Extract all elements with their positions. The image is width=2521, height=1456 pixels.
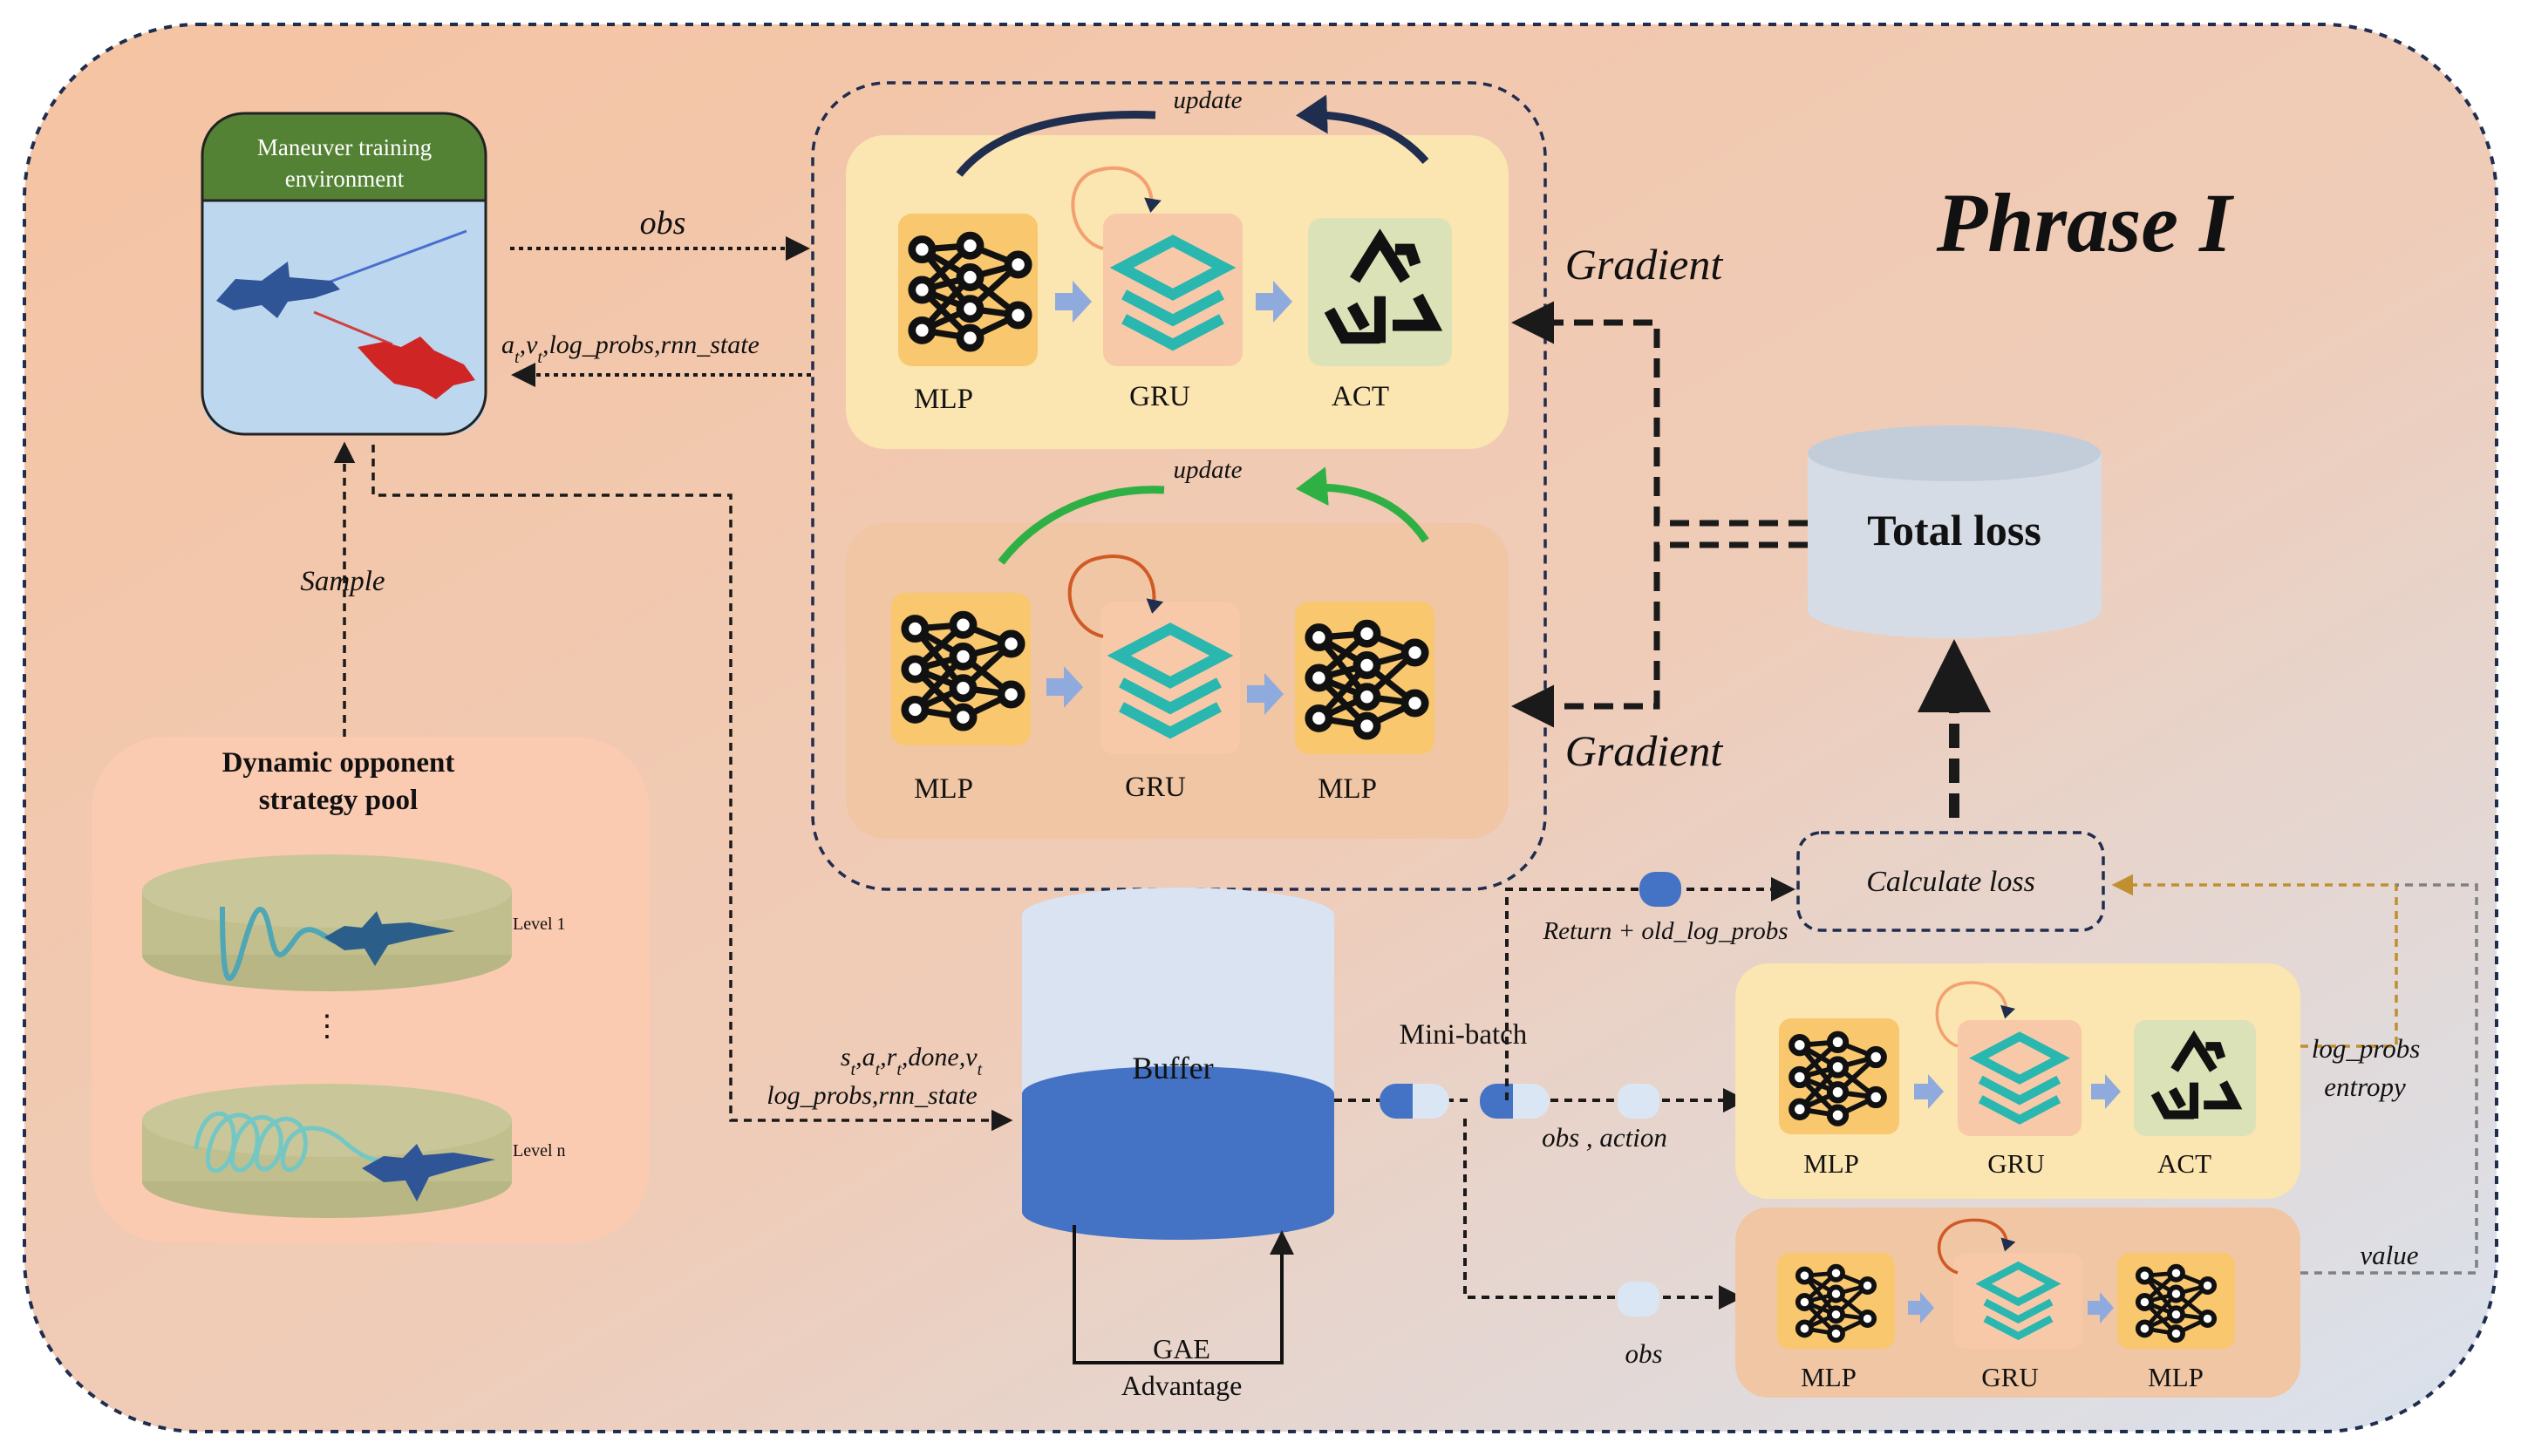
minibatch-token-2 (1480, 1084, 1550, 1119)
gradient-label-top: Gradient (1565, 240, 1724, 289)
environment-box: Maneuver training environment (201, 112, 487, 436)
critic-top-mlp2-label: MLP (1318, 773, 1377, 805)
critic-bottom-arrow2-icon (2088, 1292, 2114, 1323)
critic-bottom-gru-label: GRU (1981, 1362, 2038, 1392)
blue-jet-icon (216, 262, 340, 318)
minibatch-token-1 (1380, 1084, 1449, 1119)
gradient-label-bottom: Gradient (1565, 726, 1724, 775)
gradient-arrow-bottom (1511, 541, 1808, 728)
buffer-cylinder (1022, 888, 1334, 1240)
actor-top-arrow2-icon (1256, 281, 1292, 323)
actor-bottom-act-label: ACT (2157, 1148, 2211, 1179)
critic-bottom-gru-loop (1937, 1218, 2016, 1275)
env-title-line2: environment (285, 166, 405, 192)
return-token (1639, 872, 1681, 907)
logprobs-return-arrow (2111, 874, 2398, 1048)
calculate-loss-box (1796, 831, 2105, 932)
phase-title: Phrase I (1936, 176, 2235, 269)
return-old-arrow (1505, 877, 1795, 1100)
env-to-buffer-arrow (371, 445, 1013, 1132)
actor-top-mlp-label: MLP (914, 384, 973, 415)
gae-label-line1: GAE (1153, 1333, 1210, 1364)
pool-title-line1: Dynamic opponent (222, 747, 455, 779)
actor-bottom-arrow1-icon (1914, 1074, 1944, 1109)
level1-trajectory (220, 906, 337, 982)
actor-bottom-gru-loop (1935, 981, 2016, 1048)
actor-top-act-label: ACT (1332, 381, 1389, 412)
entropy-label: entropy (2324, 1072, 2406, 1102)
obs-bottom-label: obs (1625, 1338, 1662, 1369)
buffer-input-line2: log_probs,rnn_state (767, 1081, 977, 1110)
level1-jet-icon (324, 911, 455, 966)
actor-bottom-arrow2-icon (2091, 1074, 2121, 1109)
sample-label: Sample (300, 566, 385, 597)
pool-ellipsis: ⋮ (312, 1010, 342, 1043)
level1-disc (142, 854, 512, 991)
actor-top-gru-label: GRU (1129, 381, 1190, 412)
critic-top-arrow2-icon (1247, 673, 1284, 715)
critic-bottom-arrow1-icon (1908, 1292, 1934, 1323)
pool-title-line2: strategy pool (259, 785, 418, 816)
level1-label: Level 1 (513, 915, 566, 934)
obs-bottom-token (1618, 1282, 1659, 1317)
actor-top-arrow1-icon (1055, 281, 1092, 323)
leveln-label: Level n (513, 1141, 566, 1160)
critic-top-mlp1-label: MLP (914, 773, 973, 805)
actor-bottom-gru-label: GRU (1987, 1148, 2044, 1179)
obs-bottom-arrow (1463, 1119, 1743, 1310)
critic-top-arrow1-icon (1046, 666, 1083, 708)
update-label-top: update (1174, 86, 1243, 114)
critic-top-gru-loop (1067, 555, 1164, 638)
calculate-loss-label: Calculate loss (1866, 866, 2035, 898)
log-probs-label: log_probs (2312, 1033, 2421, 1064)
critic-bottom-mlp2-label: MLP (2148, 1362, 2204, 1392)
value-return-line (2300, 883, 2478, 1275)
gae-loop-arrow (1073, 1225, 1294, 1364)
red-jet-icon (358, 337, 475, 399)
actor-bottom-mlp-label: MLP (1803, 1148, 1859, 1179)
leveln-jet-icon (362, 1144, 495, 1201)
obs-action-label: obs , action (1542, 1122, 1667, 1153)
critic-top-gru-label: GRU (1125, 772, 1186, 803)
update-arc-top-left (956, 111, 1156, 177)
return-old-label: Return + old_log_probs (1542, 917, 1788, 945)
update-arc-top-right (1296, 94, 1429, 164)
value-label: value (2360, 1240, 2418, 1270)
env-title-line1: Maneuver training (257, 134, 432, 160)
obs-label-top: obs (640, 205, 686, 242)
buffer-label: Buffer (1132, 1051, 1213, 1085)
obs-action-token (1618, 1084, 1659, 1119)
update-arc-mid-right (1296, 466, 1429, 543)
update-arc-mid-left (998, 486, 1165, 565)
critic-bottom-mlp1-label: MLP (1801, 1362, 1857, 1392)
update-label-mid: update (1174, 456, 1243, 484)
buffer-input-line1: st,at,rt,done,vt (841, 1043, 983, 1079)
total-loss-cylinder (1808, 425, 2102, 638)
actor-top-gru-loop (1071, 166, 1162, 250)
total-loss-label: Total loss (1867, 506, 2041, 555)
leveln-trajectory (194, 1111, 385, 1174)
leveln-disc (142, 1084, 512, 1218)
action-return-label: at,vt,log_probs,rnn_state (501, 330, 760, 367)
gae-label-line2: Advantage (1121, 1370, 1243, 1401)
gradient-arrow-top (1511, 301, 1808, 527)
